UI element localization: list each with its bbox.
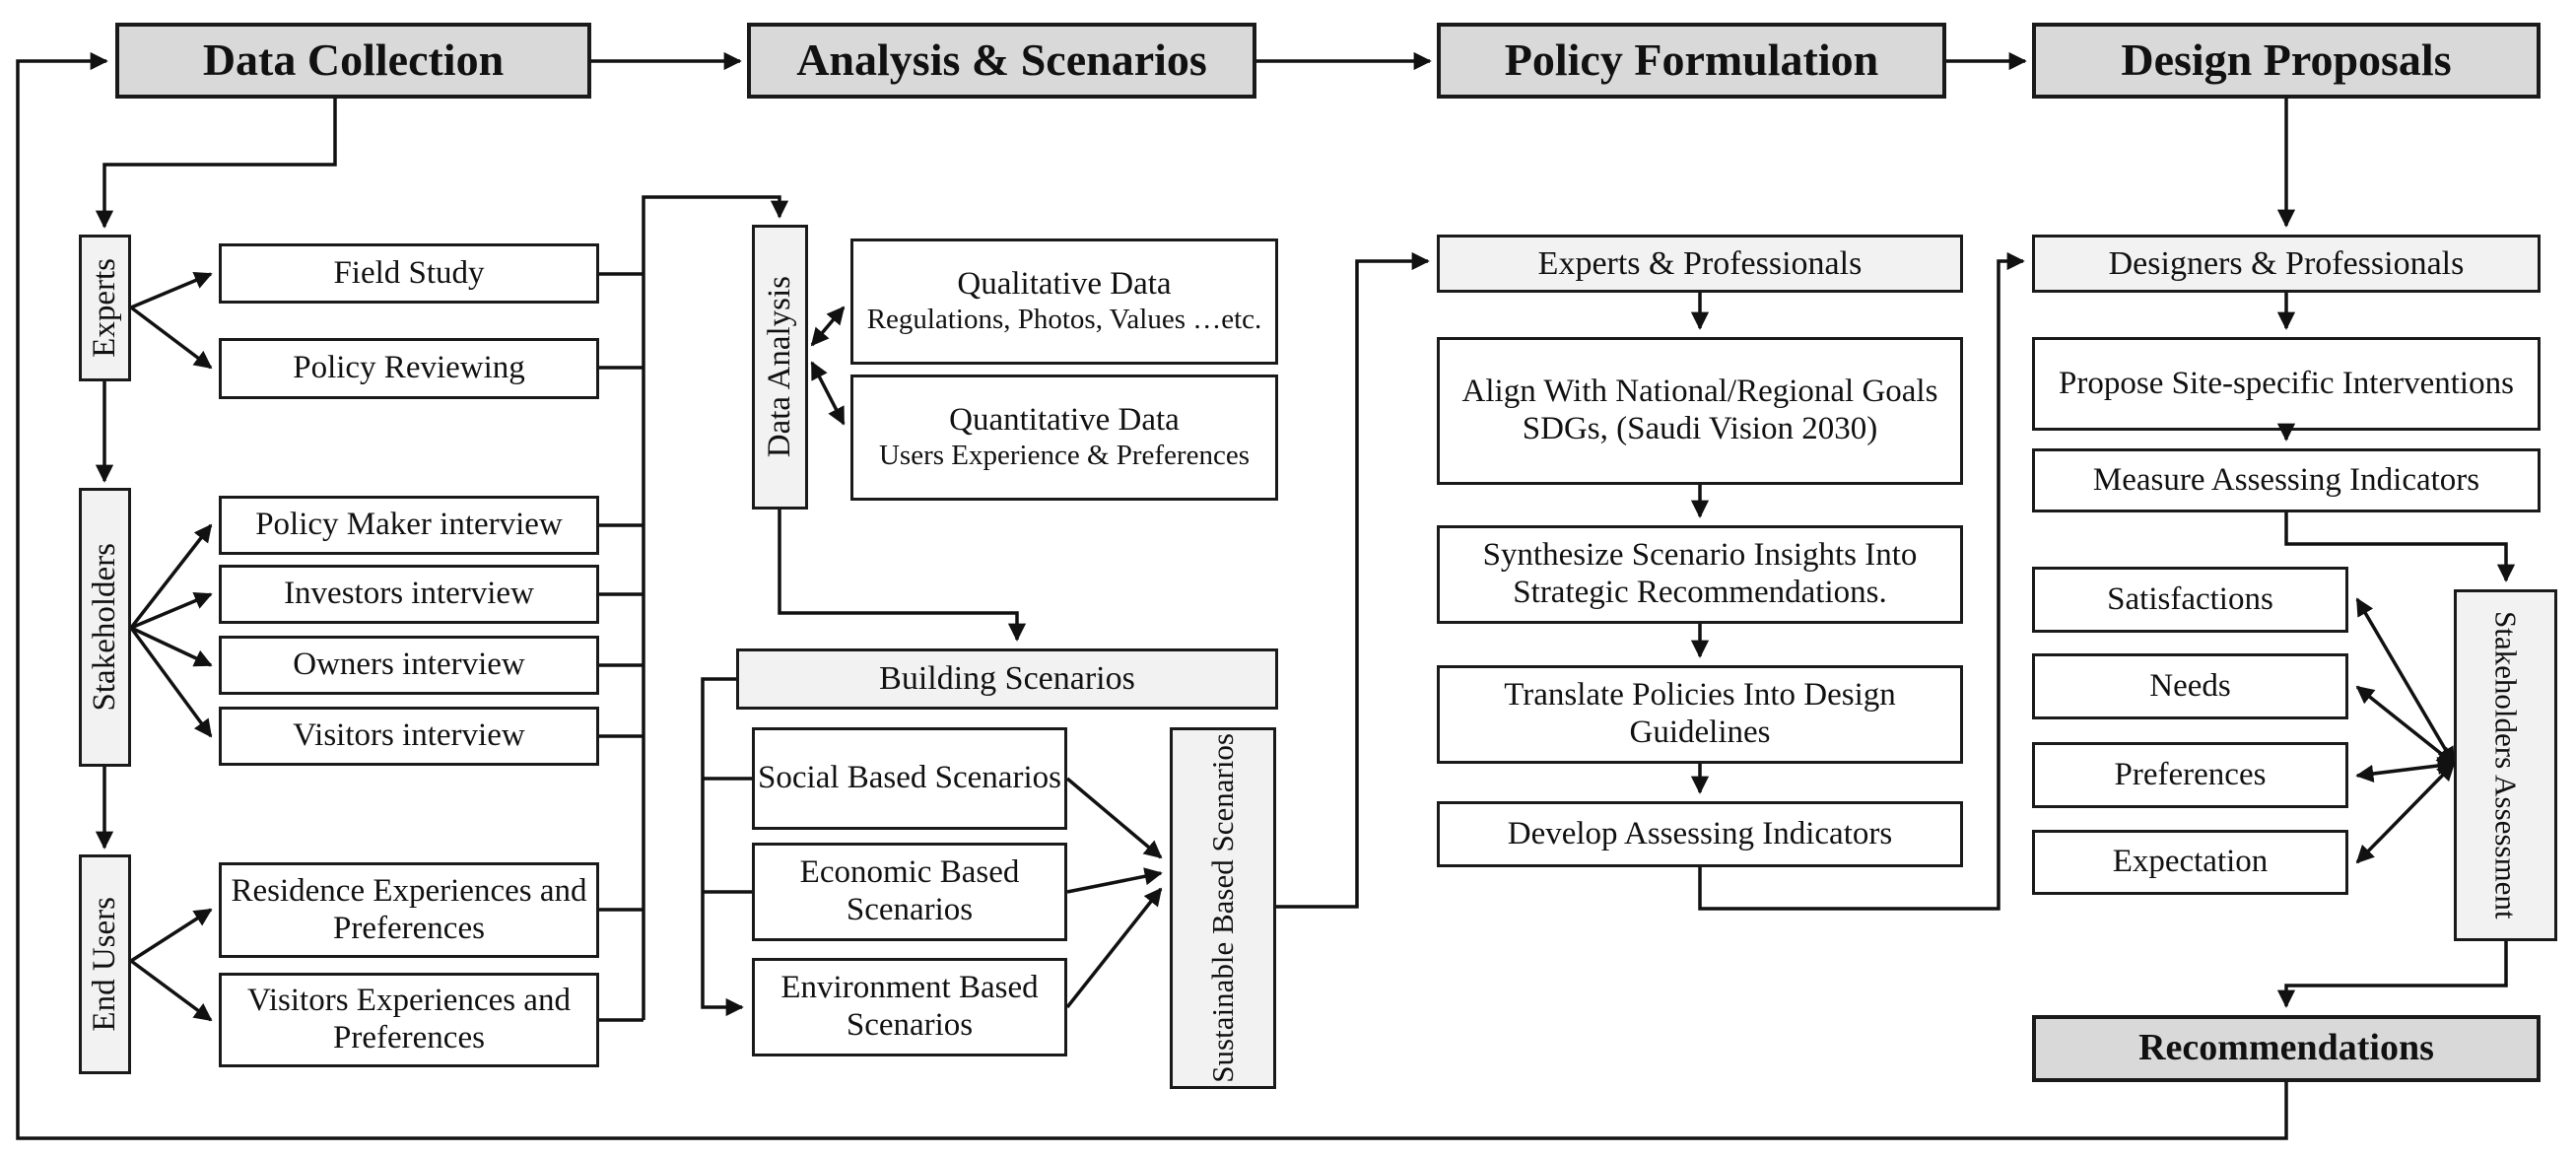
qualitative-title: Qualitative Data (957, 266, 1172, 303)
arrow-social-sustainable (1065, 777, 1163, 859)
arrow-experts-field-study (130, 271, 213, 309)
arrow-analysis-quantitative (810, 361, 846, 426)
arrow-economic-sustainable (1066, 867, 1163, 894)
arrow-sustainable-to-experts-professionals (1276, 251, 1430, 909)
box-policy-reviewing: Policy Reviewing (219, 338, 599, 399)
box-measure-indicators: Measure Assessing Indicators (2032, 448, 2541, 512)
stakeholders-label: Stakeholders (86, 543, 122, 712)
sustainable-scenarios-label: Sustainable Based Scenarios (1205, 733, 1241, 1083)
box-preferences: Preferences (2032, 742, 2348, 808)
box-propose-interventions: Propose Site-specific Interventions (2032, 337, 2541, 431)
header-experts-professionals: Experts & Professionals (1437, 235, 1963, 293)
arrow-environment-sustainable (1065, 887, 1163, 1009)
stakeholders-assessment-label: Stakeholders Assessment (2488, 611, 2524, 919)
arrow-assessment-expectation (2355, 762, 2456, 864)
experts-label: Experts (86, 258, 122, 358)
quantitative-subtitle: Users Experience & Preferences (878, 440, 1250, 472)
arrow-analysis-qualitative (810, 306, 846, 347)
qualitative-subtitle: Regulations, Photos, Values …etc. (866, 304, 1262, 336)
phase-policy-formulation: Policy Formulation (1437, 23, 1946, 99)
group-sustainable-scenarios: Sustainable Based Scenarios (1170, 727, 1276, 1089)
arrow-collection-to-experts (95, 99, 337, 229)
arrow-experts-policy-reviewing (129, 306, 213, 370)
phase-design-proposals: Design Proposals (2032, 23, 2541, 99)
box-synthesize: Synthesize Scenario Insights Into Strate… (1437, 525, 1963, 624)
header-building-scenarios: Building Scenarios (736, 648, 1278, 710)
align-sdgs-text: SDGs, (Saudi Vision 2030) (1522, 411, 1878, 446)
end-users-label: End Users (86, 897, 122, 1032)
arrow-stakeholders-owners (130, 626, 213, 667)
group-experts: Experts (79, 235, 131, 381)
group-stakeholders-assessment: Stakeholders Assessment (2454, 589, 2557, 941)
header-designers-professionals: Designers & Professionals (2032, 235, 2541, 293)
box-owners-interview: Owners interview (219, 636, 599, 695)
box-economic-scenarios: Economic Based Scenarios (752, 843, 1067, 941)
box-develop-indicators: Develop Assessing Indicators (1437, 801, 1963, 867)
box-policy-maker-interview: Policy Maker interview (219, 496, 599, 555)
arrow-analysis-to-building (778, 510, 1027, 642)
box-field-study: Field Study (219, 243, 599, 304)
box-quantitative-data: Quantitative Data Users Experience & Pre… (850, 374, 1278, 501)
box-environment-scenarios: Environment Based Scenarios (752, 958, 1067, 1056)
box-qualitative-data: Qualitative Data Regulations, Photos, Va… (850, 238, 1278, 365)
phase-data-collection: Data Collection (115, 23, 591, 99)
box-translate: Translate Policies Into Design Guideline… (1437, 665, 1963, 764)
box-recommendations: Recommendations (2032, 1015, 2541, 1082)
box-residence-experiences: Residence Experiences and Preferences (219, 862, 599, 958)
arrow-assessment-to-recommendations (2276, 941, 2508, 1008)
arrow-assessment-needs (2355, 685, 2456, 766)
box-visitors-experiences: Visitors Experiences and Preferences (219, 973, 599, 1067)
arrow-assessment-satisfactions (2355, 597, 2456, 766)
box-needs: Needs (2032, 653, 2348, 719)
arrow-assessment-preferences (2355, 756, 2456, 783)
arrow-end-users-visitors (129, 959, 213, 1022)
box-investors-interview: Investors interview (219, 565, 599, 624)
arrow-end-users-residence (130, 908, 213, 963)
group-end-users: End Users (79, 854, 131, 1074)
arrow-stakeholders-investors (130, 591, 213, 630)
box-align-goals: Align With National/Regional Goals SDGs,… (1437, 337, 1963, 485)
box-visitors-interview: Visitors interview (219, 707, 599, 766)
group-data-analysis: Data Analysis (752, 225, 808, 510)
arrow-stakeholders-visitors (129, 626, 213, 738)
phase-analysis-scenarios: Analysis & Scenarios (747, 23, 1256, 99)
box-social-scenarios: Social Based Scenarios (752, 727, 1067, 830)
data-analysis-label: Data Analysis (761, 276, 797, 458)
box-satisfactions: Satisfactions (2032, 567, 2348, 633)
box-expectation: Expectation (2032, 830, 2348, 895)
quantitative-title: Quantitative Data (949, 402, 1180, 439)
arrow-building-environment (701, 677, 744, 1017)
align-goals-text: Align With National/Regional Goals (1461, 374, 1938, 410)
group-stakeholders: Stakeholders (79, 488, 131, 767)
arrow-stakeholders-policy-maker (129, 523, 213, 630)
